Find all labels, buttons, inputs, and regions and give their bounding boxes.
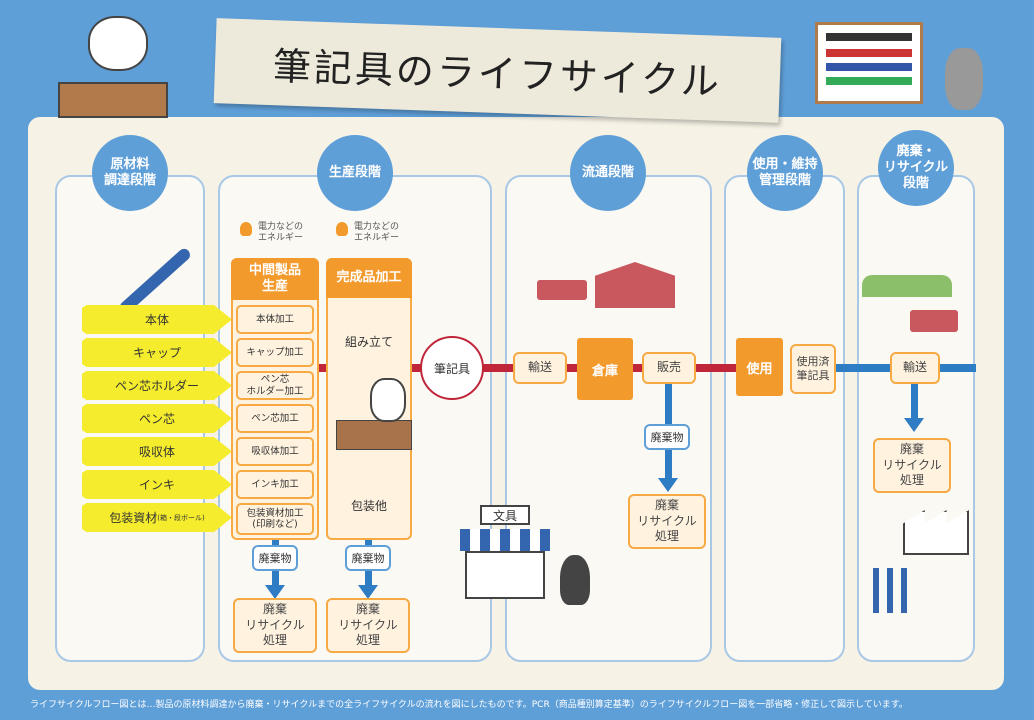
shop-illustration: 文具 — [460, 505, 550, 600]
arrow-down-icon — [265, 585, 285, 599]
energy-label: 電力などの エネルギー — [354, 222, 400, 243]
bear-illustration — [58, 10, 168, 118]
disposal-box: 廃棄 リサイクル 処理 — [628, 494, 706, 549]
bear-illustration — [370, 378, 406, 422]
flow-line-red — [412, 364, 740, 372]
arrow-down-icon — [658, 478, 678, 492]
material-cap: キャップ — [82, 338, 232, 367]
disposal-box: 廃棄 リサイクル 処理 — [326, 598, 410, 653]
energy-label: 電力などの エネルギー — [258, 222, 304, 243]
arrow-shaft — [911, 384, 918, 420]
mouse-illustration — [945, 48, 983, 110]
assembly-label: 組み立て — [344, 335, 393, 349]
stage-header-use: 使用・維持 管理段階 — [747, 135, 823, 211]
waste-label: 廃棄物 — [644, 424, 690, 450]
material-core: ペン芯 — [82, 404, 232, 433]
lightbulb-icon — [336, 222, 348, 236]
finished-header: 完成品加工 — [326, 258, 412, 298]
waste-label: 廃棄物 — [345, 545, 391, 571]
truck-illustration — [537, 280, 587, 300]
arrow-down-icon — [358, 585, 378, 599]
transport-box: 輸送 — [513, 352, 567, 384]
use-box: 使用 — [736, 338, 783, 396]
process-item: インキ加工 — [236, 470, 314, 499]
pens-illustration — [873, 568, 913, 613]
bear-desk-illustration — [336, 420, 412, 450]
truck-illustration — [910, 310, 958, 332]
process-item: ペン芯 ホルダー加工 — [236, 371, 314, 400]
arrow-down-icon — [904, 418, 924, 432]
stage-header-raw: 原材料 調達段階 — [92, 135, 168, 211]
warehouse-box: 倉庫 — [577, 338, 633, 400]
page-title: 筆記具のライフサイクル — [213, 18, 782, 123]
used-product-box: 使用済 筆記具 — [790, 344, 836, 394]
stage-column-use — [724, 175, 845, 662]
shop-sign: 文具 — [480, 505, 530, 525]
factory-illustration — [903, 510, 969, 555]
transport-box: 輸送 — [890, 352, 940, 384]
sales-box: 販売 — [642, 352, 696, 384]
material-holder: ペン芯ホルダー — [82, 371, 232, 400]
town-illustration — [862, 275, 952, 297]
material-absorber: 吸収体 — [82, 437, 232, 466]
disposal-box: 廃棄 リサイクル 処理 — [873, 438, 951, 493]
penguin-illustration — [560, 555, 590, 605]
flow-line-red — [319, 364, 326, 372]
process-item: キャップ加工 — [236, 338, 314, 367]
footnote: ライフサイクルフロー図とは…製品の原材料調達から廃棄・リサイクルまでの全ライフサ… — [30, 700, 908, 710]
board-illustration — [815, 22, 923, 104]
material-packaging-label: 包装資材 — [109, 511, 158, 525]
material-packaging-note: (箱・段ボール) — [157, 513, 205, 522]
intermediate-header: 中間製品 生産 — [231, 258, 319, 300]
process-item: 本体加工 — [236, 305, 314, 334]
material-packaging: 包装資材(箱・段ボール) — [82, 503, 232, 532]
process-item: 吸収体加工 — [236, 437, 314, 466]
process-item: 包装資材加工 (印刷など) — [236, 503, 314, 535]
lightbulb-icon — [240, 222, 252, 236]
packaging-label: 包装他 — [350, 499, 387, 513]
stage-header-distribution: 流通段階 — [570, 135, 646, 211]
stage-header-disposal: 廃棄・ リサイクル 段階 — [878, 130, 954, 206]
process-item: ペン芯加工 — [236, 404, 314, 433]
material-body: 本体 — [82, 305, 232, 334]
product-node: 筆記具 — [420, 336, 484, 400]
stage-header-production: 生産段階 — [317, 135, 393, 211]
waste-label: 廃棄物 — [252, 545, 298, 571]
disposal-box: 廃棄 リサイクル 処理 — [233, 598, 317, 653]
material-ink: インキ — [82, 470, 232, 499]
